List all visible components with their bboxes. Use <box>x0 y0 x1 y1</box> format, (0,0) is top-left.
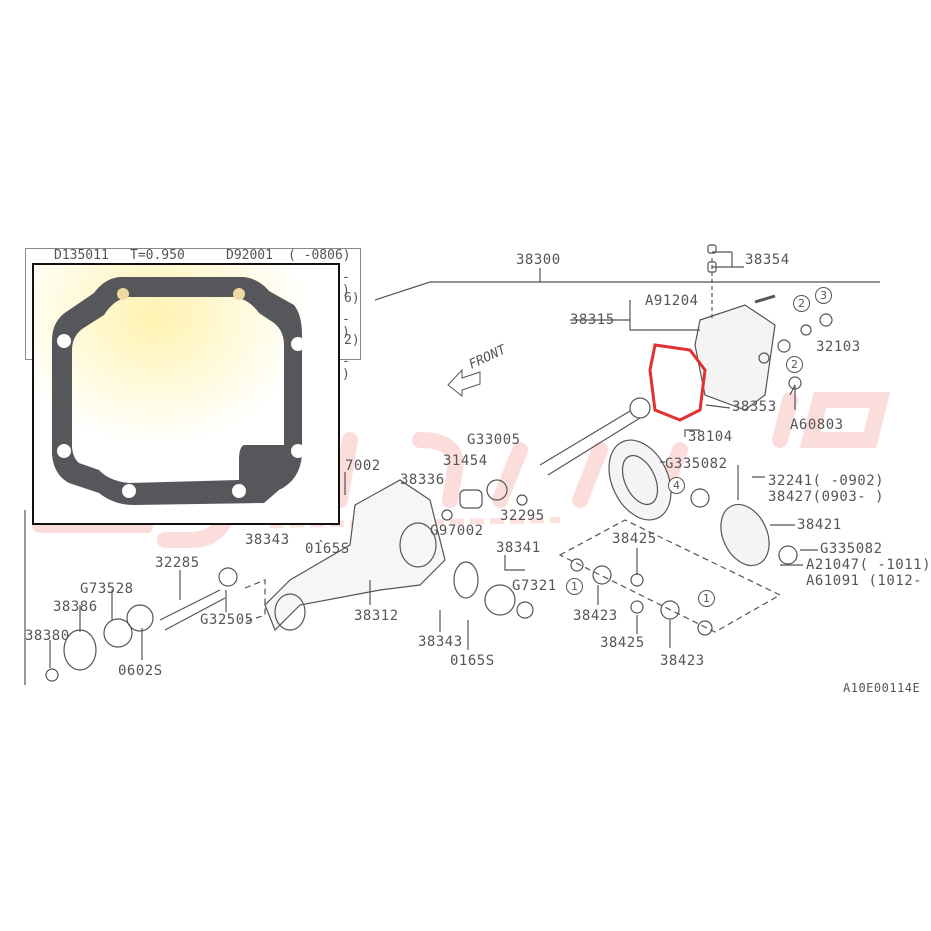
front-arrow-icon <box>447 368 481 398</box>
part-label[interactable]: 38300 <box>516 252 561 268</box>
part-label[interactable]: 38380 <box>25 628 70 644</box>
part-label[interactable]: 38425 <box>600 635 645 651</box>
rear-cover <box>694 304 776 411</box>
part-label[interactable]: A91204 <box>645 293 699 309</box>
oil-seal-plug <box>453 561 479 599</box>
part-label[interactable]: G97002 <box>430 523 484 539</box>
callout-4: 4 <box>668 477 685 494</box>
part-label[interactable]: A61091 (1012- ) <box>806 573 931 589</box>
gasket-highlight <box>648 343 707 422</box>
part-label[interactable]: 38315 <box>570 312 615 328</box>
table-cell: 2) <box>344 333 360 348</box>
part-label[interactable]: 38386 <box>53 599 98 615</box>
callout-1: 1 <box>698 590 715 607</box>
part-label[interactable]: 38354 <box>745 252 790 268</box>
part-label[interactable]: G33005 <box>467 432 521 448</box>
part-label[interactable]: 32103 <box>816 339 861 355</box>
part-label[interactable]: 38423 <box>573 608 618 624</box>
part-label[interactable]: 32241( -0902) <box>768 473 885 489</box>
callout-2: 2 <box>793 295 810 312</box>
part-label[interactable]: A21047( -1011) <box>806 557 931 573</box>
gasket-icon <box>34 265 338 523</box>
part-label[interactable]: 0165S <box>305 541 350 557</box>
part-label[interactable]: 32285 <box>155 555 200 571</box>
table-cell: D135011 <box>54 248 109 263</box>
part-label[interactable]: A60803 <box>790 417 844 433</box>
differential-carrier <box>264 479 446 632</box>
axle-shaft <box>159 589 226 631</box>
pinion-shaft <box>539 404 649 476</box>
reference-table: D135011 T=0.950 D92001 ( -0806) - ) 6) -… <box>25 248 361 381</box>
table-cell: - ) <box>342 354 350 382</box>
part-label[interactable]: 38343 <box>245 532 290 548</box>
part-label[interactable]: 31454 <box>443 453 488 469</box>
part-label[interactable]: 32295 <box>500 508 545 524</box>
part-label[interactable]: 38104 <box>688 429 733 445</box>
part-label[interactable]: 38353 <box>732 399 777 415</box>
table-cell: - ) <box>342 270 350 298</box>
part-label[interactable]: 38421 <box>797 517 842 533</box>
callout-2: 2 <box>786 356 803 373</box>
part-label[interactable]: 38341 <box>496 540 541 556</box>
part-label[interactable]: 38425 <box>612 531 657 547</box>
part-label[interactable]: 38312 <box>354 608 399 624</box>
part-label[interactable]: 38423 <box>660 653 705 669</box>
part-label[interactable]: 0602S <box>118 663 163 679</box>
diagram-code: A10E00114E <box>843 681 921 695</box>
table-cell: D92001 <box>226 248 273 263</box>
part-label[interactable]: 7002 <box>345 458 381 474</box>
callout-3: 3 <box>815 287 832 304</box>
part-label[interactable]: G73528 <box>80 581 134 597</box>
table-cell: 6) <box>344 291 360 306</box>
assembly-line <box>374 281 880 301</box>
gasket-inset-image <box>32 263 340 525</box>
part-label[interactable]: 38343 <box>418 634 463 650</box>
part-label[interactable]: 38336 <box>400 472 445 488</box>
callout-1: 1 <box>566 578 583 595</box>
table-cell: T=0.950 <box>130 248 185 263</box>
part-label[interactable]: G335082 <box>665 456 728 472</box>
part-label[interactable]: 38427(0903- ) <box>768 489 885 505</box>
part-label[interactable]: G7321 <box>512 578 557 594</box>
table-cell: ( -0806) <box>288 248 351 263</box>
part-label[interactable]: G335082 <box>820 541 883 557</box>
diff-case <box>720 503 770 567</box>
part-label[interactable]: 0165S <box>450 653 495 669</box>
table-cell: - ) <box>342 312 350 340</box>
part-label[interactable]: G32505 <box>200 612 254 628</box>
